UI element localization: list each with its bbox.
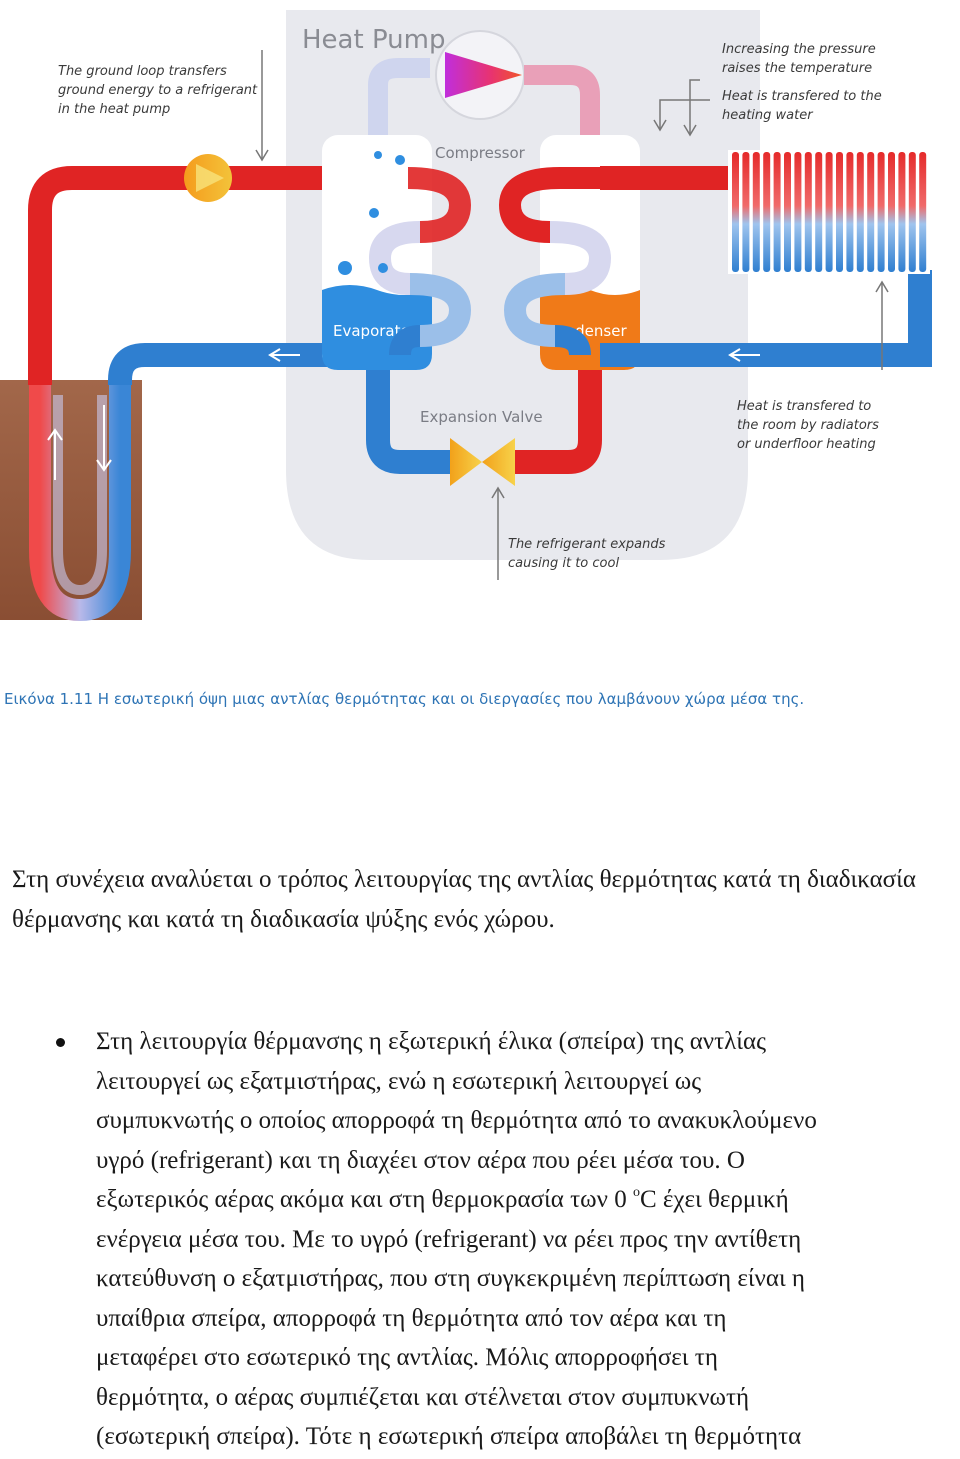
radiator-fin [794,152,802,272]
radiator-fin [898,152,906,272]
radiator [728,150,930,274]
annotation-heat-water: Heat is transfered to the heating water [722,89,882,123]
radiator-fin [815,152,823,272]
figure-caption: Εικόνα 1.11 Η εσωτερική όψη μιας αντλίας… [4,690,805,708]
svg-text:raises the temperature: raises the temperature [722,61,872,76]
pipe-ground-cold [108,343,400,385]
svg-text:The ground loop transfers: The ground loop transfers [58,64,227,79]
svg-text:Heat is transfered to the: Heat is transfered to the [722,89,882,104]
radiator-fin [752,152,760,272]
radiator-fin [732,152,739,272]
radiator-fin [877,152,885,272]
annotation-ground-loop: The ground loop transfers ground energy … [58,64,258,117]
intro-paragraph: Στη συνέχεια αναλύεται ο τρόπος λειτουργ… [12,866,916,933]
svg-text:the room by radiators: the room by radiators [737,418,879,433]
ground-loop-u [29,385,131,622]
annotation-expands: The refrigerant expands causing it to co… [508,537,666,571]
radiator-fin [763,152,771,272]
svg-text:Increasing the pressure: Increasing the pressure [722,42,876,57]
annotation-room: Heat is transfered to the room by radiat… [737,399,879,452]
radiator-fin [867,152,875,272]
pipe-to-compressor [368,58,430,135]
heat-pump-diagram: Heat Pump Evaporator Compressor Condense… [0,10,932,622]
radiator-fin [919,152,927,272]
svg-text:causing it to cool: causing it to cool [508,556,619,571]
bullet-icon [56,1038,65,1047]
compressor-label: Compressor [435,144,526,162]
pipe-cond-to-valve [515,370,602,474]
svg-text:heating water: heating water [722,108,814,123]
pipe-from-compressor [524,65,600,135]
expansion-valve [450,438,482,486]
bullet-text: Στη λειτουργία θέρμανσης η εξωτερική έλι… [96,1028,817,1450]
radiator-fin [856,152,864,272]
svg-text:or underfloor heating: or underfloor heating [737,437,876,452]
radiator-fin [836,152,843,272]
radiator-fin [742,152,750,272]
pipe-ground-hot [28,166,408,385]
pipe-evap-to-valve [366,370,450,474]
radiator-fin [908,152,916,272]
svg-text:Heat is transfered to: Heat is transfered to [737,399,871,414]
radiator-fin [804,152,812,272]
radiator-fin [846,152,854,272]
svg-text:ground energy to a refrigerant: ground energy to a refrigerant [58,83,258,98]
heat-pump-title: Heat Pump [302,25,445,55]
svg-text:The refrigerant expands: The refrigerant expands [508,537,666,552]
svg-text:in the heat pump: in the heat pump [58,102,170,117]
annotation-pressure: Increasing the pressure raises the tempe… [722,42,876,76]
radiator-fin [825,152,833,272]
pipe-from-radiator-cold [600,270,932,367]
radiator-fin [773,152,781,272]
radiator-fin [888,152,895,272]
radiator-fin [784,152,791,272]
expansion-valve-label: Expansion Valve [420,408,543,426]
